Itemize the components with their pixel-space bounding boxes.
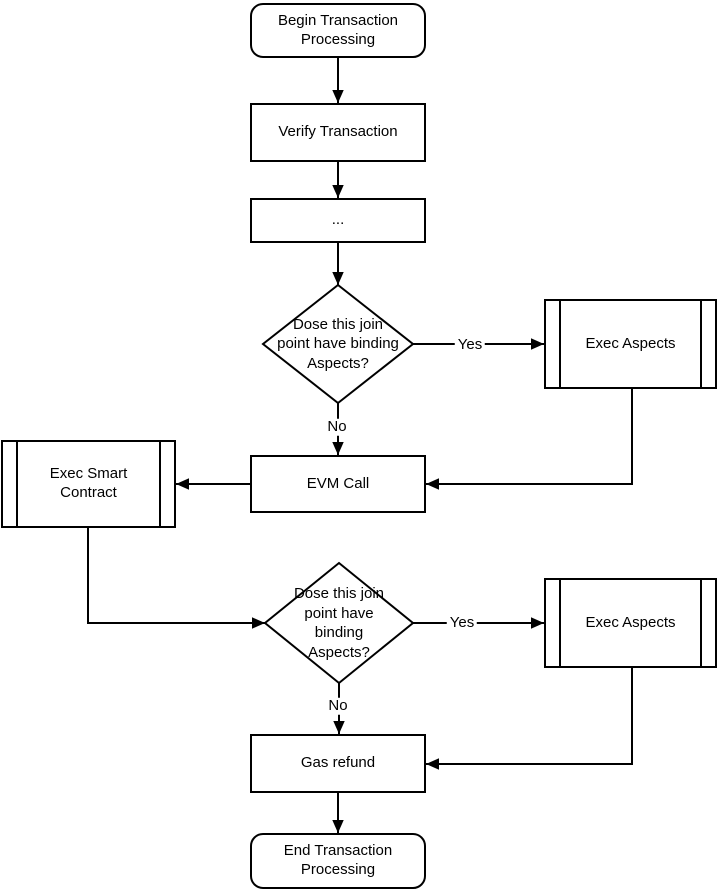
edge-label-yes-2: Yes xyxy=(446,614,478,632)
node-begin-transaction: Begin Transaction Processing xyxy=(250,3,426,58)
decision-1-label: Dose this join point have binding Aspect… xyxy=(277,315,399,372)
edge-exec-aspects2-to-gas-refund xyxy=(426,668,633,770)
decision-2-label: Dose this join point have binding Aspect… xyxy=(293,585,385,661)
node-verify-transaction: Verify Transaction xyxy=(250,103,426,162)
node-ellipsis: ... xyxy=(250,198,426,243)
edge-label-no-1: No xyxy=(324,418,350,436)
edge-label-yes-1: Yes xyxy=(454,336,486,354)
node-evm-call: EVM Call xyxy=(250,455,426,513)
decision-2-shape xyxy=(263,561,415,685)
node-gas-refund: Gas refund xyxy=(250,734,426,793)
node-exec-aspects-2: Exec Aspects xyxy=(544,578,717,668)
edge-exec-aspects1-to-evm-call xyxy=(426,389,633,490)
edge-label-no-2: No xyxy=(325,697,351,715)
node-exec-aspects-1: Exec Aspects xyxy=(544,299,717,389)
node-end-transaction: End Transaction Processing xyxy=(250,833,426,889)
edge-exec-smart-contract-to-decision2 xyxy=(87,528,265,629)
node-exec-smart-contract: Exec Smart Contract xyxy=(1,440,176,528)
decision-1-shape xyxy=(261,283,415,405)
